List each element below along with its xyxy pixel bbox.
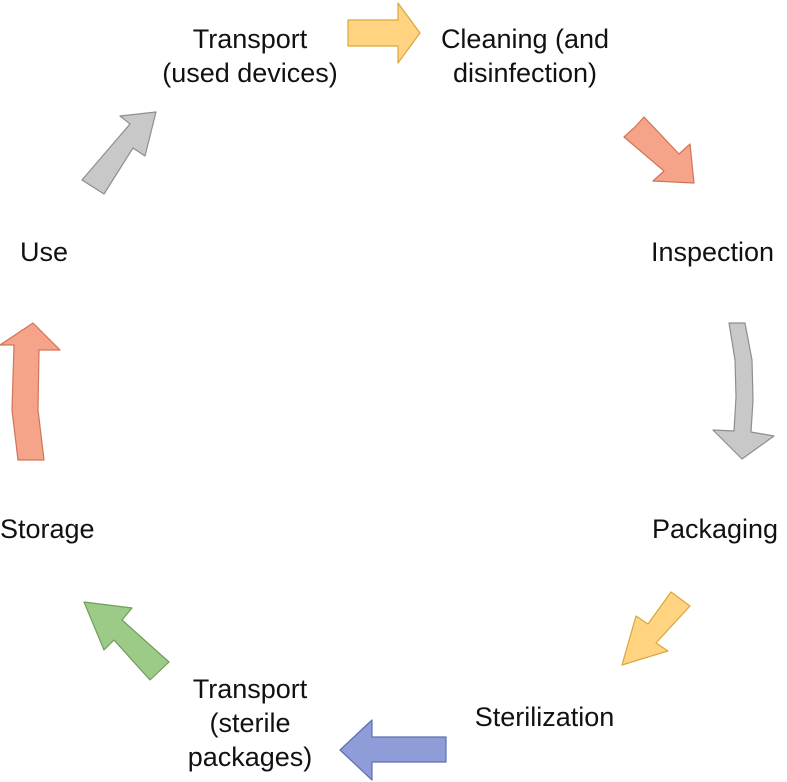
- arrow-sterilization-to-transport: [339, 719, 447, 781]
- node-label-line: Use: [20, 237, 69, 267]
- node-use: Use: [20, 235, 90, 269]
- node-label-line: Storage: [0, 514, 95, 544]
- node-label-line: Transport: [192, 674, 308, 704]
- node-label-line: (sterile: [209, 708, 291, 738]
- arrow-inspection-to-packaging: [712, 322, 775, 460]
- node-packaging: Packaging: [645, 512, 785, 546]
- node-inspection: Inspection: [640, 235, 785, 269]
- node-label-line: Sterilization: [474, 702, 615, 732]
- arrow-cleaning-to-inspection: [623, 116, 695, 184]
- node-storage: Storage: [0, 512, 110, 546]
- node-cleaning-and-disinfection: Cleaning (and disinfection): [425, 22, 625, 90]
- arrow-packaging-to-sterilization: [621, 591, 691, 666]
- arrow-transport-to-cleaning: [347, 2, 421, 64]
- node-label-line: Transport: [192, 24, 308, 54]
- node-label-line: Cleaning (and: [440, 24, 610, 54]
- node-sterilization: Sterilization: [452, 700, 637, 734]
- node-label-line: Packaging: [651, 514, 779, 544]
- arrow-use-to-transport: [81, 111, 157, 195]
- node-label-line: (used devices): [162, 58, 338, 88]
- arrow-storage-to-use: [0, 322, 61, 461]
- node-transport-used-devices: Transport (used devices): [150, 22, 350, 90]
- node-label-line: packages): [187, 742, 313, 772]
- arrow-transport-to-storage: [83, 601, 170, 681]
- node-label-line: Inspection: [650, 237, 775, 267]
- node-transport-sterile-packages: Transport (sterile packages): [170, 672, 330, 774]
- node-label-line: disinfection): [452, 58, 598, 88]
